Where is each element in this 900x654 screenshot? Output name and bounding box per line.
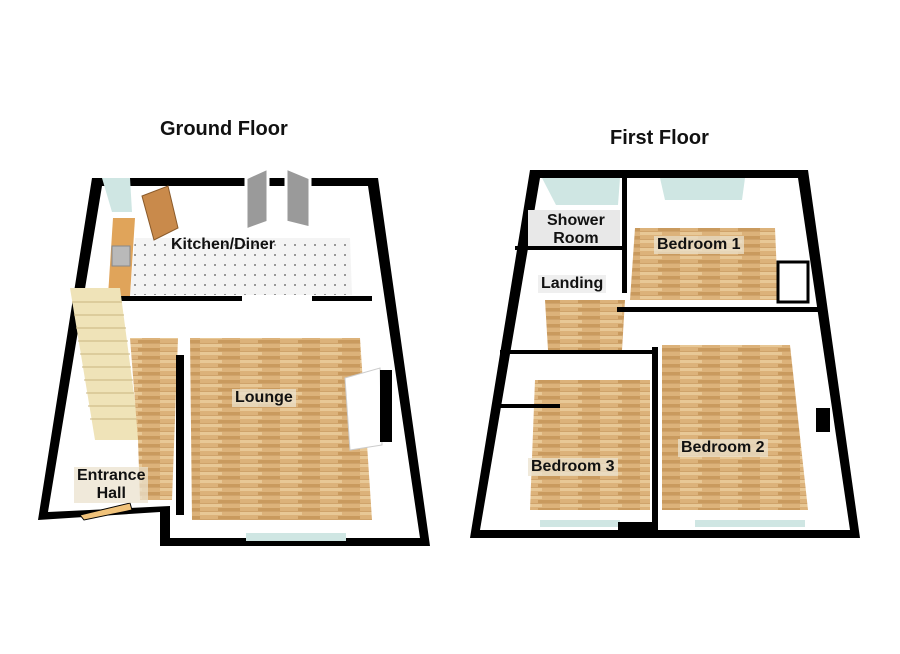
kitchen-sink (111, 245, 131, 267)
room-label-bedroom-3: Bedroom 3 (528, 458, 618, 476)
landing-floor (545, 300, 625, 350)
room-label-kitchen-diner: Kitchen/Diner (171, 236, 276, 253)
kitchen-diner-floor (130, 238, 352, 295)
shower-room-floor (528, 210, 620, 248)
room-label-entrance-hall-line1: Entrance (77, 467, 146, 484)
room-label-shower-room: Shower Room (544, 212, 608, 248)
kitchen-back-door (141, 185, 179, 241)
patio-door-right (284, 165, 312, 230)
chimney-breast (344, 367, 383, 451)
lounge-floor (190, 338, 372, 520)
first-floor-plan (470, 170, 860, 538)
patio-door-left (244, 165, 270, 233)
room-label-shower-room-line2: Room (553, 230, 599, 247)
ground-floor-plan (38, 165, 430, 546)
staircase (70, 288, 140, 440)
room-label-bedroom-2: Bedroom 2 (678, 439, 768, 457)
front-door (79, 502, 133, 521)
entrance-hall-floor (120, 338, 178, 500)
room-label-entrance-hall: Entrance Hall (74, 467, 149, 503)
room-label-entrance-hall-line2: Hall (96, 485, 126, 502)
bedroom-2-floor (662, 345, 808, 510)
first-floor-title: First Floor (610, 127, 709, 149)
bedroom-3-floor (530, 380, 650, 510)
ground-floor-title: Ground Floor (160, 118, 288, 140)
room-label-lounge: Lounge (232, 389, 296, 407)
room-label-landing: Landing (538, 275, 607, 293)
room-label-bedroom-1: Bedroom 1 (654, 236, 744, 254)
room-label-shower-room-line1: Shower (547, 212, 605, 229)
